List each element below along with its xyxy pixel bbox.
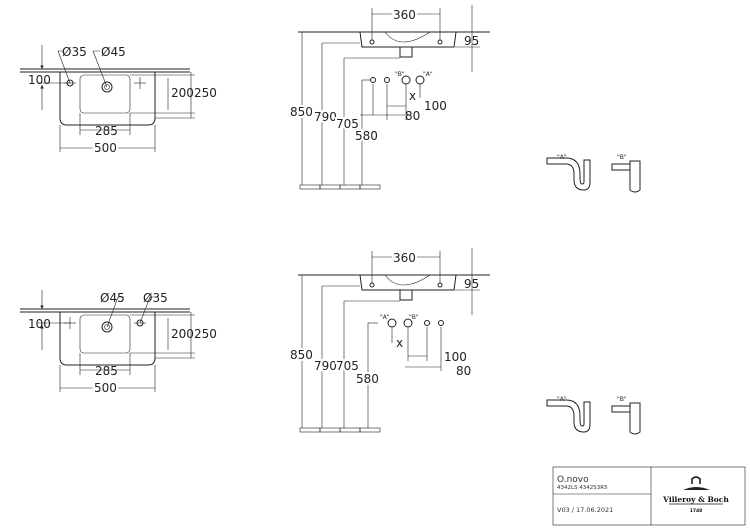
hole-diameter-left: Ø35 [62, 45, 87, 59]
plan-view-top: Ø35 Ø45 100 200 250 285 500 [20, 45, 217, 157]
dim-790: 790 [314, 110, 337, 124]
logo-text: Villeroy & Boch [662, 495, 729, 504]
dim-100: 100 [28, 73, 51, 87]
pipe-label-b: "B" [409, 314, 419, 321]
dim-360: 360 [393, 251, 416, 265]
dim-95: 95 [464, 277, 479, 291]
pipe-label-a: "A" [423, 71, 433, 78]
dim-200: 200 [171, 86, 194, 100]
dim-360: 360 [393, 8, 416, 22]
dim-790: 790 [314, 359, 337, 373]
dim-580: 580 [355, 129, 378, 143]
dim-100-pipe: 100 [444, 350, 467, 364]
dim-285: 285 [95, 364, 118, 378]
hole-diameter-right: Ø35 [143, 291, 168, 305]
dim-580: 580 [356, 372, 379, 386]
dim-80-pipe: 80 [405, 109, 420, 123]
dim-x: x [409, 89, 416, 103]
dim-100-pipe: 100 [424, 99, 447, 113]
pipe-label-b: "B" [395, 71, 405, 78]
siphons-top: "A" "B" [546, 154, 641, 193]
plan-view-bottom: Ø45 Ø35 100 200 250 285 500 [20, 290, 217, 397]
siphons-bottom: "A" "B" [546, 396, 641, 435]
dim-250: 250 [194, 86, 217, 100]
hole-diameter-right: Ø45 [101, 45, 126, 59]
side-view-top: 360 95 850 790 705 580 "B" "A" x 100 80 [288, 5, 490, 190]
dim-100: 100 [28, 317, 51, 331]
dim-95: 95 [464, 34, 479, 48]
dim-705: 705 [336, 359, 359, 373]
article-numbers: 4342LS 434253R5 [557, 485, 608, 491]
pipe-label-a: "A" [380, 314, 390, 321]
side-view-bottom: 360 95 850 790 705 580 "A" "B" x 100 80 [288, 248, 490, 433]
dim-200: 200 [171, 327, 194, 341]
dim-80-pipe: 80 [456, 364, 471, 378]
dim-705: 705 [336, 117, 359, 131]
product-name: O.novo [557, 475, 589, 485]
dim-250: 250 [194, 327, 217, 341]
logo-year: 1748 [690, 508, 703, 514]
villeroy-boch-logo: Villeroy & Boch 1748 [662, 476, 729, 514]
version-date: V03 / 17.06.2021 [557, 506, 613, 514]
dim-500: 500 [94, 141, 117, 155]
title-block: O.novo 4342LS 434253R5 V03 / 17.06.2021 … [552, 466, 746, 526]
dim-x: x [396, 336, 403, 350]
siphon-label-b: "B" [617, 396, 627, 403]
hole-diameter-left: Ø45 [100, 291, 125, 305]
dim-850: 850 [290, 105, 313, 119]
dim-850: 850 [290, 348, 313, 362]
dim-285: 285 [95, 124, 118, 138]
siphon-label-b: "B" [617, 154, 627, 161]
dim-500: 500 [94, 381, 117, 395]
